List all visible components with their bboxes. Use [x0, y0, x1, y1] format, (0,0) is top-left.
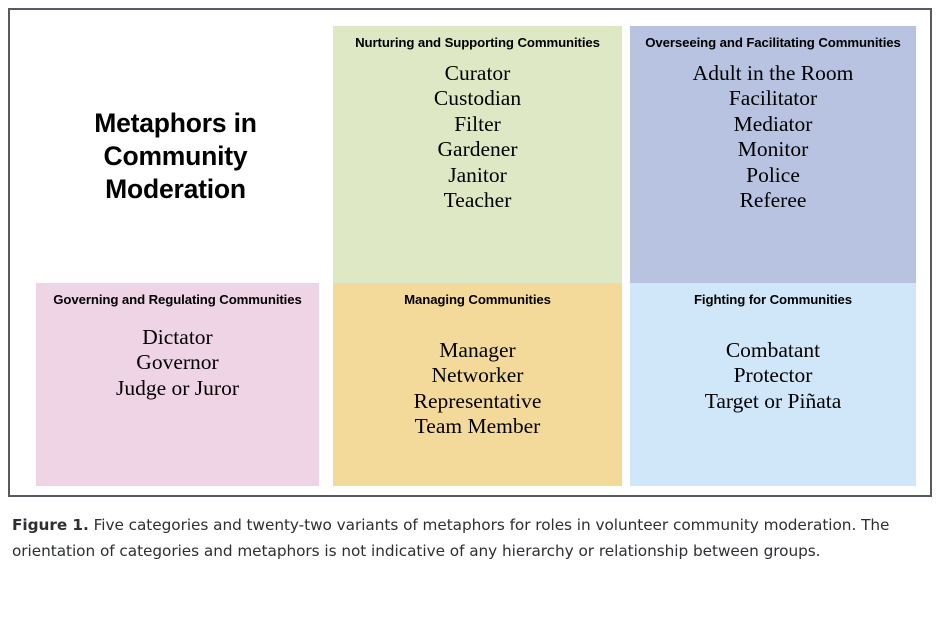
list-item: Protector [733, 363, 813, 388]
panel-header-nurturing: Nurturing and Supporting Communities [355, 35, 600, 50]
panel-managing: Managing Communities Manager Networker R… [333, 283, 622, 486]
page-title: Metaphors in Community Moderation [94, 108, 257, 204]
panel-header-governing: Governing and Regulating Communities [53, 292, 302, 307]
list-item: Manager [439, 338, 516, 362]
metaphor-grid: Metaphors in Community Moderation Nurtur… [10, 10, 930, 495]
panel-list-managing: Manager Networker Representative Team Me… [333, 338, 622, 440]
list-item: Gardener [437, 137, 518, 162]
panel-header-overseeing: Overseeing and Facilitating Communities [645, 35, 901, 50]
list-item: Combatant [725, 338, 821, 362]
list-item: Custodian [433, 86, 522, 111]
list-item: Mediator [733, 111, 813, 136]
figure-caption: Figure 1. Five categories and twenty-two… [12, 513, 892, 564]
list-item: Dictator [142, 325, 213, 349]
panel-list-overseeing: Adult in the Room Facilitator Mediator M… [630, 61, 916, 213]
panel-overseeing-facilitating: Overseeing and Facilitating Communities … [630, 26, 916, 283]
list-item: Monitor [737, 137, 809, 162]
panel-list-fighting: Combatant Protector Target or Piñata [630, 338, 916, 414]
caption-body: Five categories and twenty-two variants … [12, 516, 890, 560]
caption-label: Figure 1. [12, 516, 89, 534]
panel-header-fighting: Fighting for Communities [693, 292, 853, 307]
list-item: Adult in the Room [692, 61, 854, 85]
list-item: Representative [413, 388, 542, 413]
list-item: Networker [431, 363, 524, 388]
list-item: Filter [454, 111, 501, 136]
list-item: Target or Piñata [704, 388, 842, 413]
panel-list-governing: Dictator Governor Judge or Juror [36, 325, 319, 401]
list-item: Referee [739, 188, 807, 213]
figure-frame: Metaphors in Community Moderation Nurtur… [8, 8, 932, 497]
panel-list-nurturing: Curator Custodian Filter Gardener Janito… [333, 61, 622, 213]
list-item: Judge or Juror [115, 375, 239, 400]
list-item: Facilitator [728, 86, 818, 111]
panel-nurturing-supporting: Nurturing and Supporting Communities Cur… [333, 26, 622, 283]
list-item: Teacher [443, 188, 512, 213]
figure-title-cell: Metaphors in Community Moderation [32, 32, 319, 281]
panel-governing-regulating: Governing and Regulating Communities Dic… [36, 283, 319, 486]
list-item: Janitor [448, 162, 507, 187]
panel-header-managing: Managing Communities [404, 292, 551, 307]
panel-fighting-for: Fighting for Communities Combatant Prote… [630, 283, 916, 486]
list-item: Curator [444, 61, 511, 85]
list-item: Governor [136, 350, 219, 375]
list-item: Team Member [414, 414, 541, 439]
list-item: Police [746, 162, 800, 187]
